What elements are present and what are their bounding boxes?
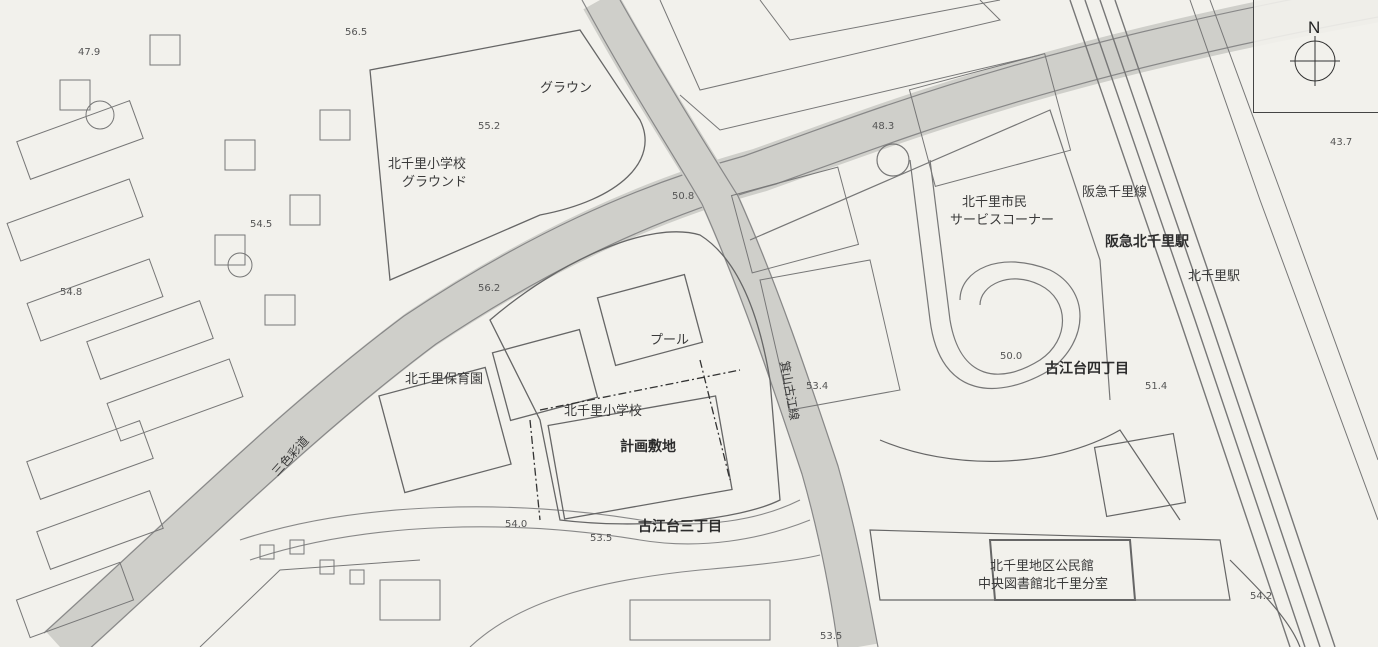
elevation-label: 54.8	[60, 287, 83, 298]
label-furuedai-4: 古江台四丁目	[1045, 361, 1129, 377]
label-school-ground-2: グラウンド	[402, 175, 468, 190]
label-school-ground-1: 北千里小学校	[388, 157, 467, 172]
elevation-label: 54.0	[505, 519, 528, 530]
main-road-diagonal	[43, 0, 1378, 647]
label-nursery: 北千里保育園	[405, 372, 484, 387]
label-hankyu-line: 阪急千里線	[1082, 185, 1148, 200]
lower-left-buildings	[199, 539, 771, 647]
label-city-service-1: 北千里市民	[962, 195, 1028, 210]
elevation-label: 53.5	[820, 631, 843, 642]
elevation-label: 56.2	[478, 283, 501, 294]
school-ground-block	[369, 29, 646, 281]
label-hankyu-station: 阪急北千里駅	[1105, 234, 1189, 250]
residential-blocks-left	[6, 34, 351, 639]
plan-site-block	[378, 231, 781, 525]
elevation-label: 43.7	[1330, 137, 1353, 148]
compass-icon	[1290, 36, 1340, 86]
label-plan-site: 計画敷地	[620, 439, 676, 455]
elevation-label: 55.2	[478, 121, 501, 132]
elevation-label: 50.8	[672, 191, 695, 202]
elevation-label: 48.3	[872, 121, 895, 132]
north-arrow-panel: N	[1253, 0, 1378, 113]
road-vertical	[581, 0, 879, 647]
railway	[1069, 0, 1378, 647]
label-pool: プール	[650, 333, 690, 348]
elevation-label: 53.4	[806, 381, 829, 392]
road-lower	[239, 499, 821, 647]
label-ground-top: グラウン	[540, 81, 593, 96]
elevation-label: 54.5	[250, 219, 273, 230]
label-community-hall-1: 北千里地区公民館	[990, 559, 1095, 574]
elevation-label: 54.2	[1250, 591, 1273, 602]
loop-road	[749, 109, 1111, 401]
elevation-label: 50.0	[1000, 351, 1023, 362]
label-community-hall-2: 中央図書館北千里分室	[978, 577, 1109, 592]
elevation-label: 51.4	[1145, 381, 1168, 392]
right-lower-buildings	[869, 429, 1301, 647]
label-furuedai-3: 古江台三丁目	[638, 519, 722, 535]
label-school: 北千里小学校	[564, 404, 643, 419]
label-kitasenri-station: 北千里駅	[1188, 269, 1241, 284]
label-city-service-2: サービスコーナー	[950, 213, 1055, 228]
elevation-label: 56.5	[345, 27, 368, 38]
elevation-label: 53.5	[590, 533, 613, 544]
north-label: N	[1308, 18, 1321, 37]
upper-blocks	[659, 0, 1072, 411]
elevation-label: 47.9	[78, 47, 101, 58]
